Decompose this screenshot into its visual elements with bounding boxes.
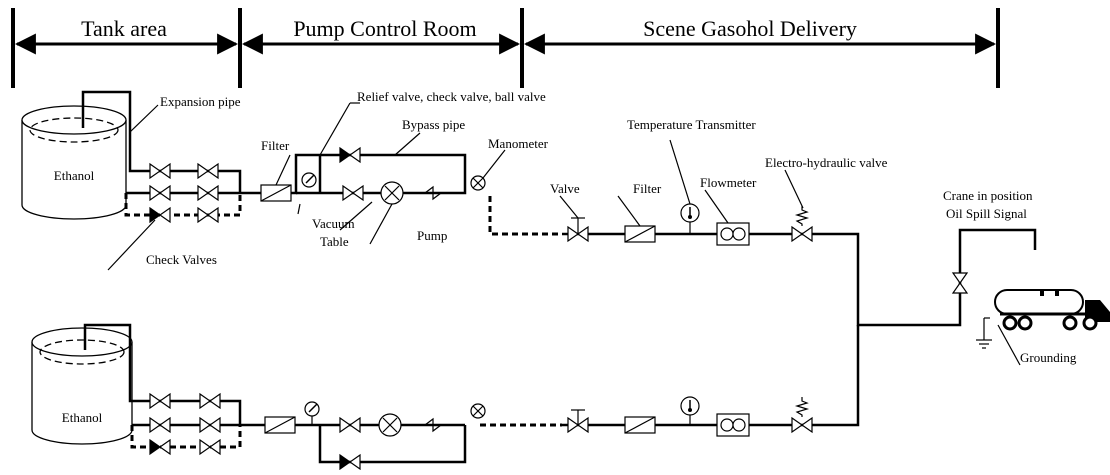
filter-icon <box>624 225 656 243</box>
flowmeter-icon <box>716 413 750 437</box>
check-branch-bottom <box>130 425 242 449</box>
ball-valve-icon <box>149 393 171 409</box>
tank-top-label: Ethanol <box>54 168 95 183</box>
ball-valve-icon <box>199 417 221 433</box>
leader-lines <box>107 102 1021 366</box>
electro-hydraulic-valve-icon <box>791 417 813 433</box>
electro-hydraulic-valve-icon <box>791 226 813 242</box>
expansion-pipe-bottom <box>83 323 242 425</box>
ball-valve-icon <box>197 185 219 201</box>
section-scene-delivery: Scene Gasohol Delivery <box>643 16 857 41</box>
vacuum-gauge-icon <box>301 172 317 188</box>
label-filter-room: Filter <box>261 138 290 153</box>
grounding-icon <box>976 317 992 349</box>
delivery-pipe-top <box>562 228 1037 327</box>
temperature-transmitter-icon <box>680 396 700 416</box>
valve-icon <box>952 272 968 294</box>
label-expansion-pipe: Expansion pipe <box>160 94 241 109</box>
check-valve-icon <box>424 417 442 433</box>
label-valve: Valve <box>550 181 580 196</box>
label-pump: Pump <box>417 228 447 243</box>
label-filter-scene: Filter <box>633 181 662 196</box>
label-check-valves: Check Valves <box>146 252 217 267</box>
tank-bottom-label: Ethanol <box>62 410 103 425</box>
label-manometer: Manometer <box>488 136 549 151</box>
check-branch-top <box>124 193 242 217</box>
label-electro-hydraulic-valve: Electro-hydraulic valve <box>765 155 888 170</box>
section-pump-control-room: Pump Control Room <box>293 16 476 41</box>
check-valve-icon <box>149 207 171 223</box>
check-valve-icon <box>149 439 171 455</box>
ball-valve-icon <box>342 185 364 201</box>
label-oil-spill-signal: Oil Spill Signal <box>946 206 1027 221</box>
filter-icon <box>264 416 296 434</box>
bypass-loop-bottom <box>318 425 467 464</box>
label-grounding: Grounding <box>1020 350 1077 365</box>
filter-icon <box>624 416 656 434</box>
label-bypass-pipe: Bypass pipe <box>402 117 465 132</box>
dashed-link-top <box>488 196 562 236</box>
pump-icon <box>380 181 404 205</box>
label-crane-in-position: Crane in position <box>943 188 1033 203</box>
relief-valve-icon <box>339 147 361 163</box>
spring-icon <box>796 396 808 418</box>
spring-icon <box>796 205 808 227</box>
section-tank-area: Tank area <box>81 16 167 41</box>
relief-valve-icon <box>339 454 361 470</box>
vacuum-gauge-icon <box>304 401 320 417</box>
label-relief-valve: Relief valve, check valve, ball valve <box>357 89 546 104</box>
manometer-icon <box>470 175 486 191</box>
pump-icon <box>378 413 402 437</box>
ball-valve-icon <box>197 207 219 223</box>
label-flowmeter: Flowmeter <box>700 175 757 190</box>
ball-valve-icon <box>339 417 361 433</box>
tanker-truck-icon <box>994 289 1110 331</box>
ball-valve-icon <box>197 163 219 179</box>
check-valve-icon <box>424 185 442 201</box>
ball-valve-icon <box>149 417 171 433</box>
temperature-transmitter-icon <box>680 203 700 223</box>
label-vacuum: Vacuum <box>312 216 355 231</box>
label-table: Table <box>320 234 349 249</box>
delivery-pipe-bottom <box>562 325 860 427</box>
filter-icon <box>260 184 292 202</box>
section-header: Tank area Pump Control Room Scene Gasoho… <box>11 8 1000 88</box>
top-tank: Ethanol <box>21 105 127 220</box>
bypass-loop-top <box>296 153 467 195</box>
ball-valve-icon <box>199 393 221 409</box>
ball-valve-icon <box>199 439 221 455</box>
bottom-tank: Ethanol <box>31 327 133 445</box>
label-temperature-transmitter: Temperature Transmitter <box>627 117 756 132</box>
flowmeter-icon <box>716 222 750 246</box>
ball-valve-icon <box>149 163 171 179</box>
manometer-icon <box>470 403 486 419</box>
ball-valve-icon <box>149 185 171 201</box>
